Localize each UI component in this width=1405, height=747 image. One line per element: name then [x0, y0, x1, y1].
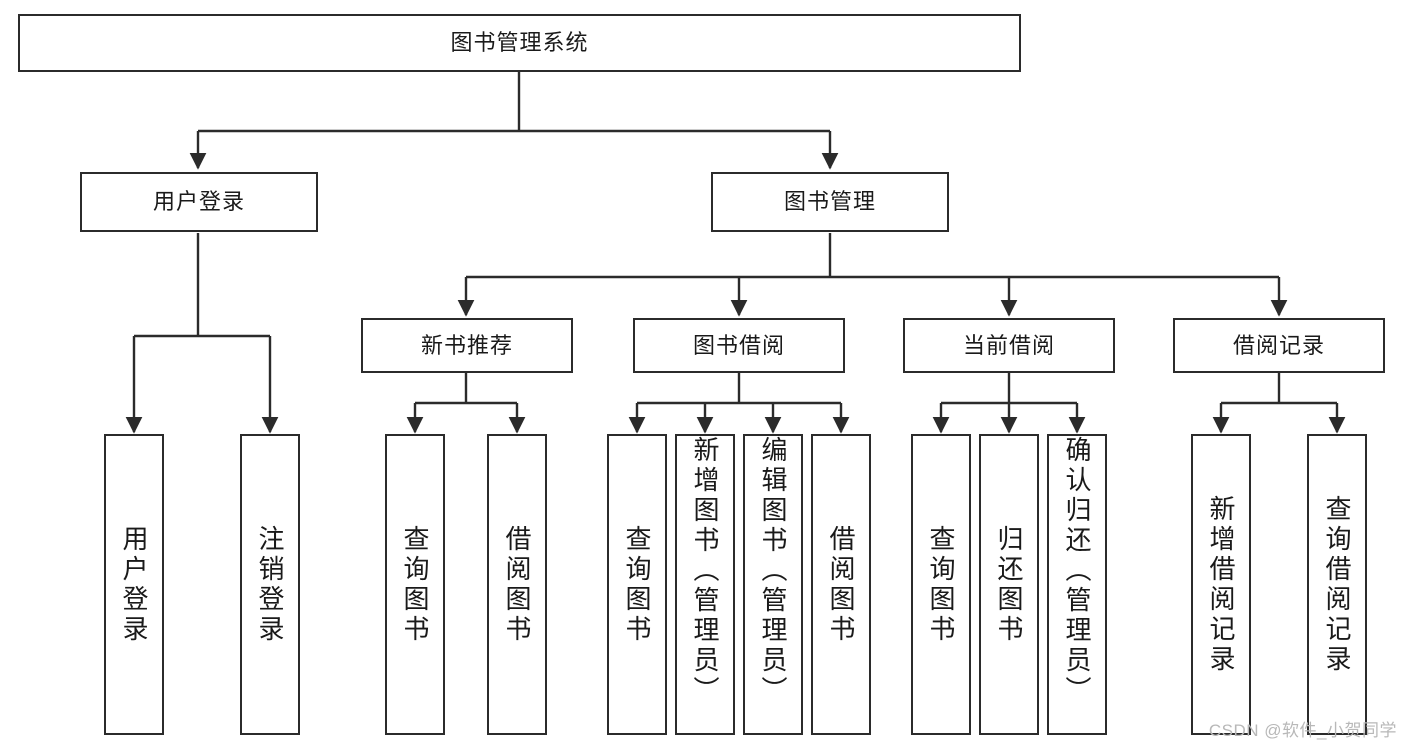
node-leaf-confirm-return-admin[interactable]: 确认归还（管理员）: [1047, 434, 1107, 735]
node-book-borrow[interactable]: 图书借阅: [633, 318, 845, 373]
node-book-management[interactable]: 图书管理: [711, 172, 949, 232]
node-leaf-confirm-return-admin-label: 确认归还（管理员）: [1062, 436, 1092, 706]
node-leaf-add-book-admin-label: 新增图书（管理员）: [690, 436, 720, 706]
node-leaf-logout-label: 注销登录: [255, 524, 285, 645]
node-leaf-user-login[interactable]: 用户登录: [104, 434, 164, 735]
node-user-login[interactable]: 用户登录: [80, 172, 318, 232]
node-leaf-query-books-current-label: 查询图书: [926, 524, 956, 645]
node-leaf-logout[interactable]: 注销登录: [240, 434, 300, 735]
node-leaf-return-books[interactable]: 归还图书: [979, 434, 1039, 735]
node-current-borrow-label: 当前借阅: [962, 332, 1055, 358]
node-leaf-borrow-books-borrow[interactable]: 借阅图书: [811, 434, 871, 735]
node-leaf-query-books-current[interactable]: 查询图书: [911, 434, 971, 735]
node-leaf-query-books-borrow-label: 查询图书: [622, 524, 652, 645]
node-new-book-recommend-label: 新书推荐: [420, 332, 513, 358]
node-leaf-add-borrow-record[interactable]: 新增借阅记录: [1191, 434, 1251, 735]
node-leaf-query-borrow-record-label: 查询借阅记录: [1322, 494, 1352, 675]
node-leaf-add-borrow-record-label: 新增借阅记录: [1206, 494, 1236, 675]
node-leaf-query-books-newbook[interactable]: 查询图书: [385, 434, 445, 735]
node-leaf-query-books-newbook-label: 查询图书: [400, 524, 430, 645]
node-leaf-user-login-label: 用户登录: [119, 524, 149, 645]
node-root[interactable]: 图书管理系统: [18, 14, 1021, 72]
node-current-borrow[interactable]: 当前借阅: [903, 318, 1115, 373]
node-book-borrow-label: 图书借阅: [692, 332, 785, 358]
node-leaf-borrow-books-borrow-label: 借阅图书: [826, 524, 856, 645]
node-leaf-borrow-books-newbook-label: 借阅图书: [502, 524, 532, 645]
node-borrow-records[interactable]: 借阅记录: [1173, 318, 1385, 373]
csdn-watermark: CSDN @软件_小贺同学: [1208, 721, 1397, 740]
node-leaf-edit-book-admin[interactable]: 编辑图书（管理员）: [743, 434, 803, 735]
node-borrow-records-label: 借阅记录: [1232, 332, 1325, 358]
node-leaf-query-borrow-record[interactable]: 查询借阅记录: [1307, 434, 1367, 735]
node-leaf-add-book-admin[interactable]: 新增图书（管理员）: [675, 434, 735, 735]
node-root-label: 图书管理系统: [450, 30, 589, 55]
node-leaf-borrow-books-newbook[interactable]: 借阅图书: [487, 434, 547, 735]
node-leaf-edit-book-admin-label: 编辑图书（管理员）: [758, 436, 788, 706]
node-leaf-query-books-borrow[interactable]: 查询图书: [607, 434, 667, 735]
node-user-login-label: 用户登录: [152, 189, 245, 214]
node-new-book-recommend[interactable]: 新书推荐: [361, 318, 573, 373]
node-leaf-return-books-label: 归还图书: [994, 524, 1024, 645]
node-book-management-label: 图书管理: [783, 189, 876, 214]
